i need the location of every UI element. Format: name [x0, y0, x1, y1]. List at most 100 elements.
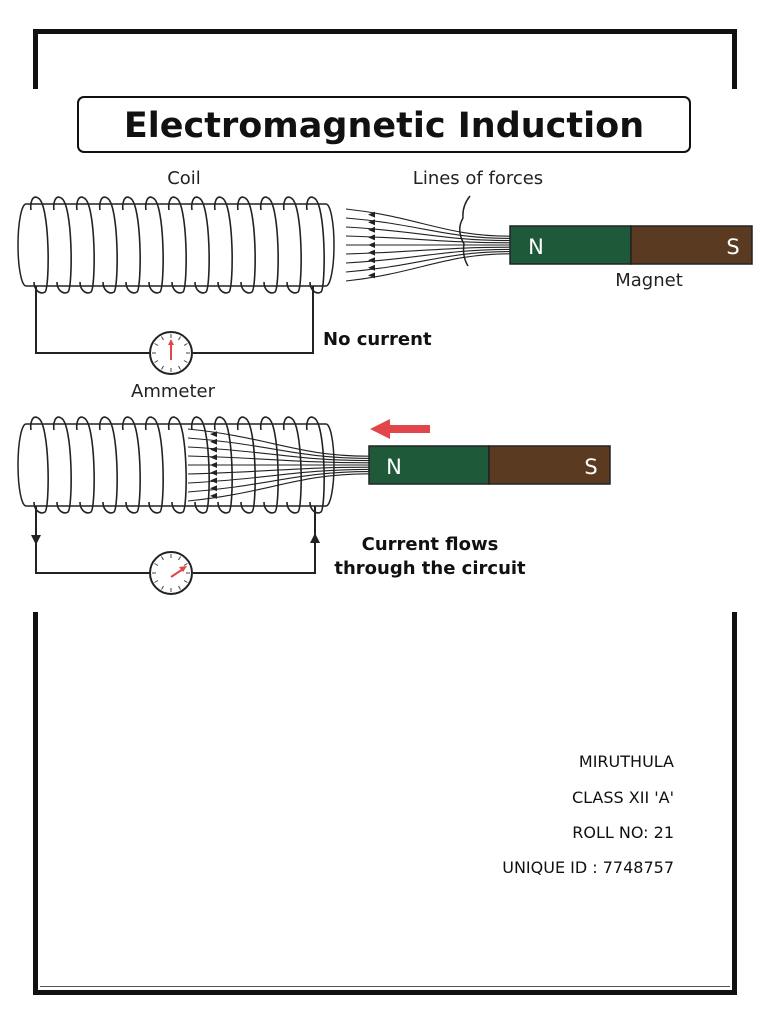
student-name: MIRUTHULA — [578, 752, 674, 771]
page-border-left-upper — [33, 29, 38, 89]
page-border-right-lower — [732, 612, 737, 995]
current-flows-label-line1: Current flows — [362, 534, 499, 555]
diagram-title: Electromagnetic Induction — [124, 106, 644, 146]
dial-tick — [161, 365, 164, 370]
coil-turn-back — [144, 416, 154, 431]
page-border-left-lower — [33, 612, 38, 995]
coil-turn — [102, 417, 118, 514]
dial-tick — [154, 580, 159, 583]
ammeter-bottom-needle-tip — [179, 566, 187, 572]
current-direction-arrow-down — [31, 535, 41, 545]
field-line — [345, 253, 511, 282]
field-line-arrow — [368, 219, 375, 226]
coil-turn — [102, 197, 118, 294]
coil-turn-back — [75, 416, 85, 431]
coil-turn-back — [29, 416, 39, 431]
page-border-inner-bottom — [40, 986, 730, 987]
coil-turn — [263, 197, 279, 294]
coil-turn-back — [98, 196, 108, 211]
electromagnetic-induction-diagram: Electromagnetic Induction Coil Lines of … — [17, 96, 753, 595]
field-line-arrow — [210, 462, 217, 468]
dial-tick — [154, 360, 159, 363]
dial-tick — [154, 343, 159, 346]
coil-turn-back — [213, 416, 223, 431]
current-direction-arrow-up — [310, 533, 320, 543]
coil-turn-back — [259, 196, 269, 211]
ammeter-bottom — [149, 551, 193, 595]
ammeter-bottom-needle — [170, 568, 184, 578]
field-line — [345, 226, 511, 242]
magnet-bottom: N S — [368, 445, 611, 485]
magnet-label: Magnet — [615, 270, 683, 291]
coil-turn-back — [167, 416, 177, 431]
ammeter-bottom-dial — [149, 551, 193, 595]
field-line — [345, 208, 511, 237]
circuit-top-wire-left — [35, 286, 150, 354]
title-box — [77, 96, 691, 153]
coil-turn — [148, 417, 164, 514]
coil-turn — [263, 417, 279, 514]
coil-turn — [309, 417, 325, 514]
field-line-arrow — [368, 264, 375, 271]
magnet-bottom-s-label: S — [584, 455, 597, 479]
field-line-arrow — [210, 454, 217, 461]
motion-arrow-shaft — [385, 425, 430, 433]
dial-tick — [183, 343, 188, 346]
coil-turn — [56, 197, 72, 294]
coil-turn-back — [305, 416, 315, 431]
magnet-top-n-label: N — [528, 235, 544, 259]
coil-turn — [56, 417, 72, 514]
coil-turn — [240, 417, 256, 514]
magnet-bottom-n-label: N — [386, 455, 402, 479]
field-line — [345, 248, 511, 264]
field-line — [345, 251, 511, 273]
field-line-arrow — [210, 492, 217, 499]
dial-tick — [183, 580, 188, 583]
field-line-arrow — [368, 234, 375, 241]
field-line-arrow — [368, 211, 375, 218]
coil-turn — [171, 197, 187, 294]
dial-tick — [161, 585, 164, 590]
coil-turn — [217, 197, 233, 294]
circuit-bottom-wire-right — [193, 506, 316, 574]
lines-of-forces-label: Lines of forces — [413, 168, 543, 189]
field-lines-bottom — [187, 428, 370, 502]
coil-turn-back — [121, 196, 131, 211]
dial-tick — [161, 336, 164, 341]
coil-turn-back — [98, 416, 108, 431]
coil-turn — [125, 197, 141, 294]
motion-arrow-head — [370, 419, 390, 439]
dial-tick — [178, 336, 181, 341]
coil-turn-back — [259, 416, 269, 431]
coil-turn-back — [305, 196, 315, 211]
dial-tick — [178, 365, 181, 370]
student-unique-id: UNIQUE ID : 7748757 — [502, 858, 674, 877]
coil-turn-back — [190, 196, 200, 211]
dial-tick — [183, 563, 188, 566]
ammeter-top-ticks — [152, 334, 190, 372]
field-line-arrow — [368, 226, 375, 233]
magnet-motion-arrow — [370, 419, 430, 439]
coil-turn-back — [236, 196, 246, 211]
field-line-arrow — [368, 249, 375, 256]
coil-turn-back — [144, 196, 154, 211]
field-line-arrow — [210, 438, 217, 445]
field-line-arrow — [210, 469, 217, 476]
field-line-arrow — [368, 272, 375, 279]
ammeter-top — [149, 331, 193, 375]
coil-turn — [240, 197, 256, 294]
page-border-top — [33, 29, 737, 34]
circuit-top-wire-right — [193, 286, 314, 354]
dial-tick — [154, 563, 159, 566]
magnet-top-south — [630, 225, 753, 265]
field-line-arrow — [368, 242, 375, 248]
dial-tick — [161, 556, 164, 561]
coil-turn — [286, 197, 302, 294]
field-line-arrow — [210, 431, 217, 438]
coil-top-turns — [29, 196, 325, 294]
coil-turn-back — [121, 416, 131, 431]
magnet-bottom-north — [368, 445, 490, 485]
coil-turn — [79, 417, 95, 514]
coil-turn — [171, 417, 187, 514]
field-line-arrow — [368, 257, 375, 264]
